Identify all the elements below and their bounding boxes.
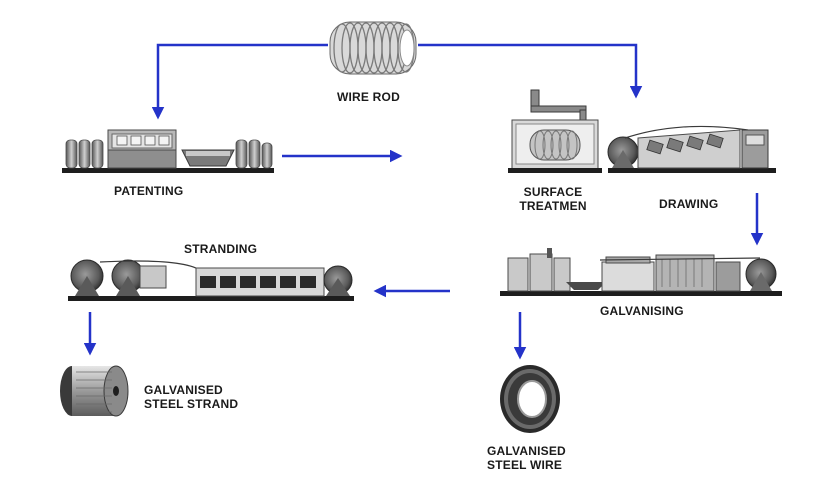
galvanised-steel-wire-label: GALVANISED STEEL WIRE	[487, 444, 566, 472]
arrow-wire-rod-to-patenting	[151, 43, 328, 120]
wire-rod-label: WIRE ROD	[337, 90, 400, 104]
galvanising-line-icon	[500, 248, 782, 296]
galvanised-steel-strand-label-line1: GALVANISED	[144, 383, 223, 397]
galvanised-steel-strand-label-line2: STEEL STRAND	[144, 397, 239, 411]
galvanised-steel-wire-label-line2: STEEL WIRE	[487, 458, 563, 472]
patenting-label: PATENTING	[114, 184, 184, 198]
galvanised-steel-strand-label: GALVANISED STEEL STRAND	[144, 383, 238, 411]
drawing-label: DRAWING	[659, 197, 719, 211]
surface-treatment-label: SURFACE TREATMEN	[508, 185, 598, 213]
patenting-machine-icon	[62, 129, 274, 173]
surface-treatment-label-line2: TREATMEN	[519, 199, 587, 213]
stranding-machine-icon	[68, 259, 354, 301]
arrow-wire-rod-to-surface	[418, 43, 643, 99]
drawing-machine-icon	[607, 125, 776, 173]
galvanised-steel-wire-label-line1: GALVANISED	[487, 444, 566, 458]
wire-rod-coil-icon	[329, 21, 417, 75]
surface-treatment-tank-icon	[508, 89, 602, 173]
flow-arrows	[83, 43, 764, 360]
galvanising-label: GALVANISING	[600, 304, 684, 318]
stranding-label: STRANDING	[184, 242, 258, 256]
surface-treatment-label-line1: SURFACE	[523, 185, 583, 199]
steel-wire-coil-icon	[500, 365, 560, 433]
steel-strand-reel-icon	[60, 365, 129, 417]
